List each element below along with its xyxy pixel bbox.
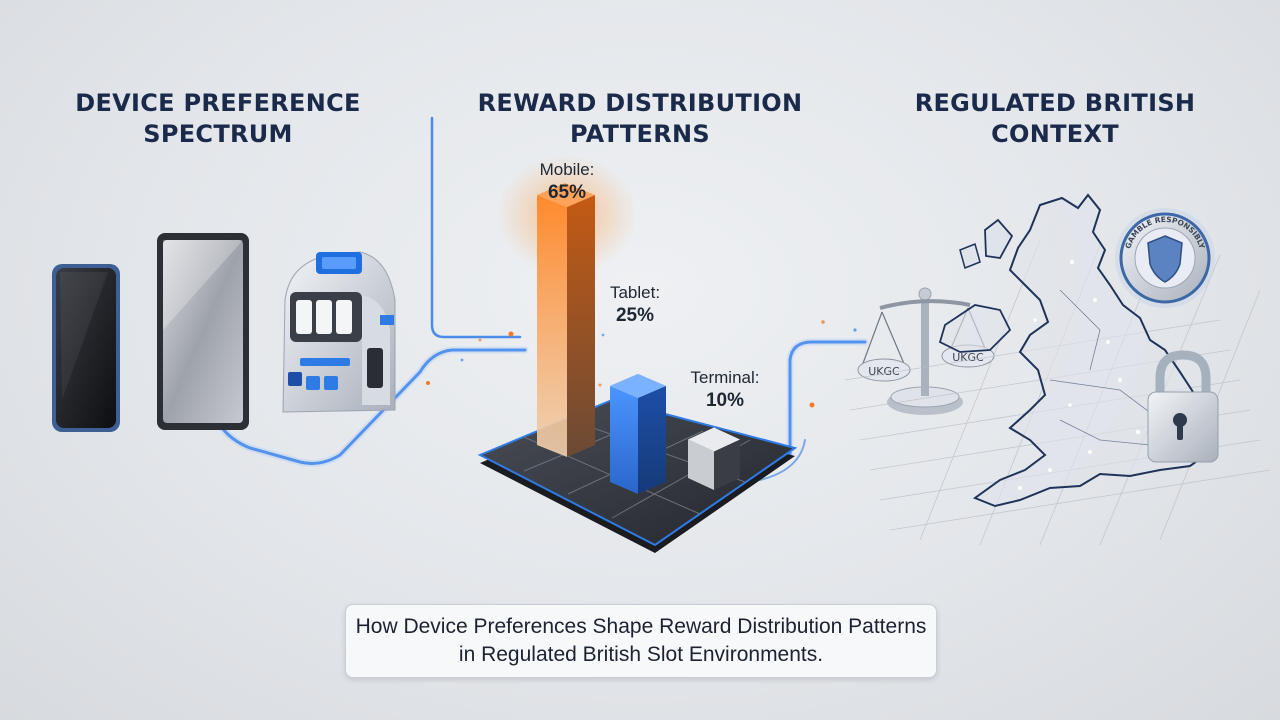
sparkles [426, 320, 857, 408]
padlock-icon [1147, 350, 1219, 463]
scale-label-left: UKGC [868, 365, 900, 378]
bar-value-terminal: 10% [705, 390, 745, 411]
bar-label-mobile: Mobile: 65% [512, 160, 622, 204]
bar-terminal-side [714, 439, 740, 490]
tablet-icon [157, 233, 249, 430]
bar-tablet-top [610, 373, 666, 398]
bar-label-terminal: Terminal: 10% [660, 368, 790, 412]
phone-icon [52, 264, 120, 432]
bar-category-tablet: Tablet: [609, 283, 661, 302]
gamble-responsibly-badge: GAMBLE RESPONSIBLY [1115, 208, 1215, 308]
slot-terminal-icon [282, 251, 396, 413]
bar-label-tablet: Tablet: 25% [585, 283, 685, 327]
bar-mobile-side [567, 195, 595, 457]
regulated-context-title: REGULATED BRITISH CONTEXT [914, 89, 1196, 148]
bar-mobile-top [537, 183, 595, 207]
scale-label-right: UKGC [952, 351, 984, 364]
bar-value-mobile: 65% [547, 182, 587, 203]
bar-category-mobile: Mobile: [539, 160, 595, 179]
connection-lines [216, 116, 869, 481]
bar-tablet-front [610, 385, 638, 494]
bar-category-terminal: Terminal: [690, 368, 760, 387]
bar-tablet-side [638, 385, 666, 494]
bar-terminal-front [688, 439, 714, 490]
device-preference-title: DEVICE PREFERENCE SPECTRUM [75, 89, 361, 148]
bar-terminal-top [688, 427, 740, 452]
caption-box: How Device Preferences Shape Reward Dist… [345, 604, 937, 678]
bar-mobile-front [537, 195, 567, 457]
reward-distribution-title: REWARD DISTRIBUTION PATTERNS [477, 89, 803, 148]
bar-value-tablet: 25% [615, 305, 655, 326]
chart-bars [497, 155, 740, 494]
caption-text: How Device Preferences Shape Reward Dist… [355, 615, 927, 666]
